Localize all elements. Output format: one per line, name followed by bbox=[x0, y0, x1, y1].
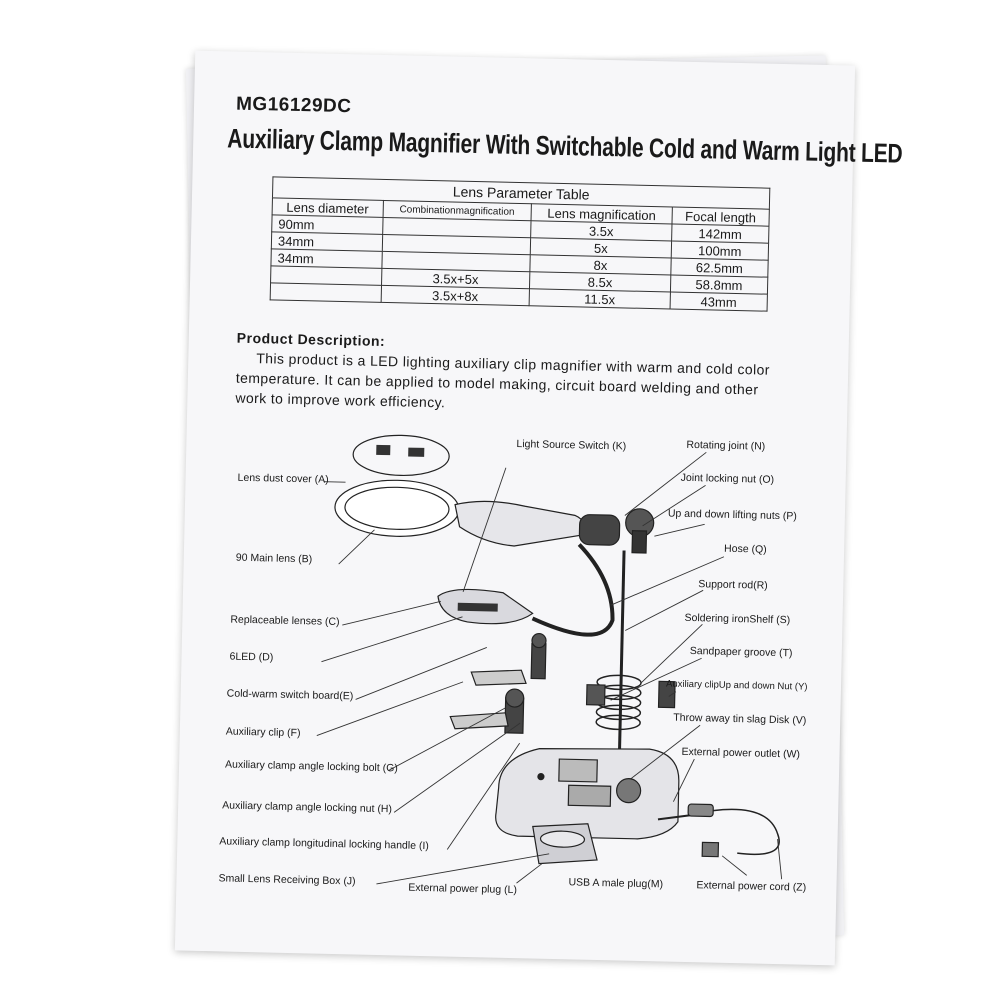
label-main-lens: 90 Main lens (B) bbox=[235, 551, 313, 566]
label-joint-locking-nut: Joint locking nut (O) bbox=[680, 471, 775, 486]
label-light-source-switch: Light Source Switch (K) bbox=[516, 438, 627, 453]
label-6led: 6LED (D) bbox=[229, 650, 274, 664]
product-diagram bbox=[316, 434, 783, 885]
label-lens-dust-cover: Lens dust cover (A) bbox=[237, 471, 329, 486]
label-sandpaper-groove: Sandpaper groove (T) bbox=[689, 645, 793, 660]
lens-dust-cover-shape bbox=[352, 434, 450, 477]
label-external-power-cord: External power cord (Z) bbox=[696, 879, 807, 894]
label-rotating-joint: Rotating joint (N) bbox=[686, 438, 766, 453]
label-hose: Hose (Q) bbox=[723, 542, 767, 556]
label-support-rod: Support rod(R) bbox=[698, 578, 768, 592]
label-usb-a-male-plug: USB A male plug(M) bbox=[568, 876, 664, 891]
instruction-sheet: MG16129DC Auxiliary Clamp Magnifier With… bbox=[174, 50, 903, 966]
label-external-power-plug: External power plug (L) bbox=[408, 881, 518, 897]
label-replaceable-lenses: Replaceable lenses (C) bbox=[230, 613, 340, 629]
label-soldering-iron-shelf: Soldering ironShelf (S) bbox=[684, 611, 791, 627]
label-auxiliary-clip: Auxiliary clip (F) bbox=[225, 725, 301, 740]
